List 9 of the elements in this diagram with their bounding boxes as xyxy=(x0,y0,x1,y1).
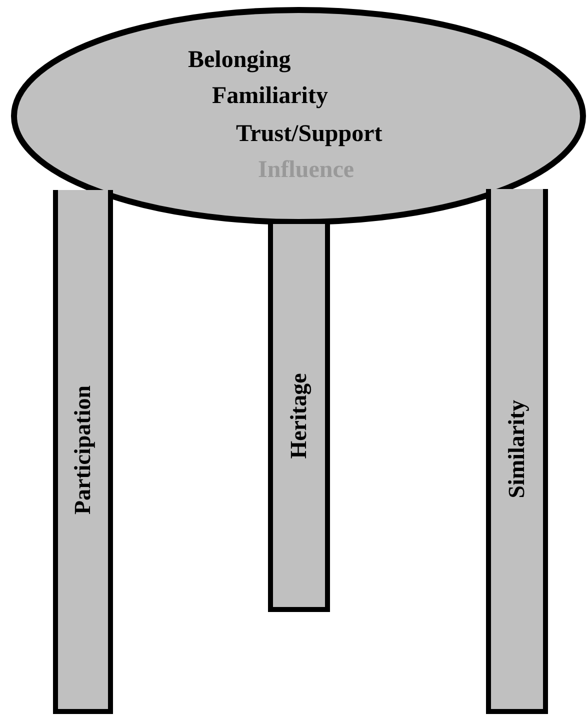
leg-label: Participation xyxy=(70,384,96,514)
stool-leg xyxy=(268,224,330,612)
stool-leg xyxy=(53,190,113,714)
stool-leg xyxy=(486,189,548,714)
seat-label: Trust/Support xyxy=(236,122,382,146)
leg-label: Similarity xyxy=(504,400,530,498)
leg-label: Heritage xyxy=(286,372,312,458)
seat-label: Familiarity xyxy=(212,84,328,108)
seat-label: Belonging xyxy=(188,48,291,72)
